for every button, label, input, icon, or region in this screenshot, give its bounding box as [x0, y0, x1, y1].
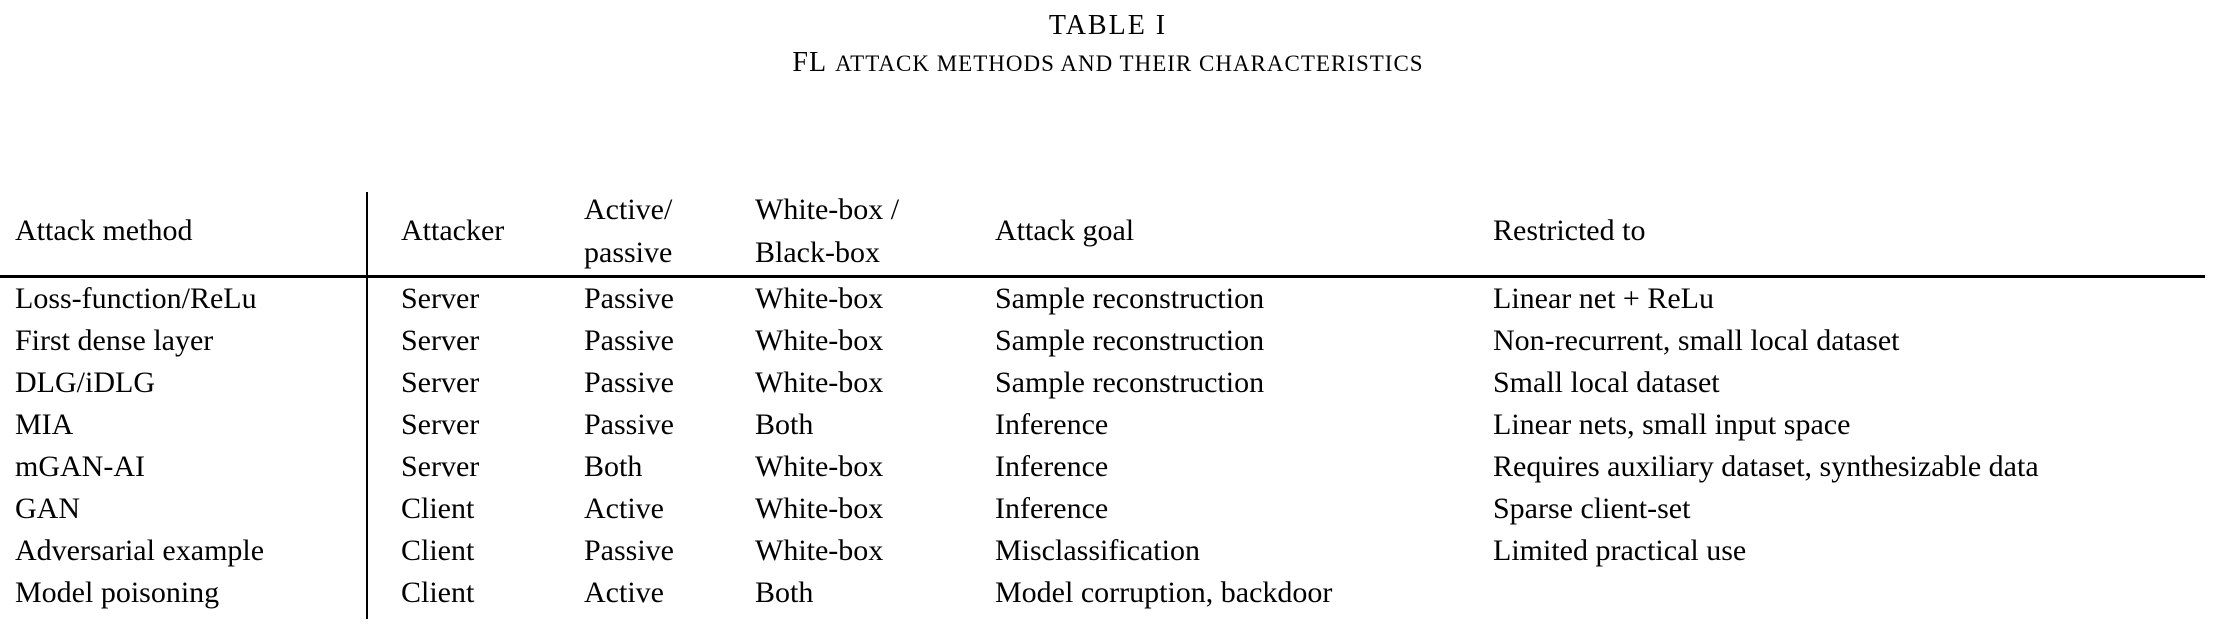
- column-divider-line: [366, 192, 368, 619]
- column-header-label-line1: Active/: [584, 192, 673, 226]
- cell-box-access: White-box: [755, 366, 884, 399]
- cell-restricted-to: Linear nets, small input space: [1493, 408, 1851, 441]
- cell-active-passive: Passive: [584, 534, 674, 567]
- column-header-box-access: White-box / Black-box: [755, 186, 995, 275]
- column-header-label-line1: White-box /: [755, 192, 900, 226]
- column-header-restricted-to: Restricted to: [1493, 186, 2216, 275]
- cell-attack-method: mGAN-AI: [15, 450, 145, 483]
- cell-restricted-to: Small local dataset: [1493, 366, 1720, 399]
- cell-attacker: Server: [401, 450, 480, 483]
- table-body: Loss-function/ReLu Server Passive White-…: [0, 278, 2216, 614]
- cell-attacker: Client: [401, 576, 475, 609]
- cell-attack-goal: Misclassification: [995, 534, 1200, 567]
- cell-restricted-to: Limited practical use: [1493, 534, 1747, 567]
- cell-restricted-to: Sparse client-set: [1493, 492, 1691, 525]
- column-header-label: Attack method: [15, 214, 193, 247]
- cell-active-passive: Passive: [584, 324, 674, 357]
- cell-restricted-to: Non-recurrent, small local dataset: [1493, 324, 1900, 357]
- cell-attack-method: GAN: [15, 492, 80, 525]
- column-header-attack-goal: Attack goal: [995, 186, 1493, 275]
- cell-attack-method: DLG/iDLG: [15, 366, 155, 399]
- table-title-prefix: FL: [792, 47, 828, 78]
- column-header-attacker: Attacker: [368, 186, 584, 275]
- column-header-active-passive: Active/ passive: [584, 186, 755, 275]
- cell-attack-method: First dense layer: [15, 324, 214, 357]
- cell-attacker: Server: [401, 366, 480, 399]
- cell-restricted-to: [1493, 572, 2216, 614]
- table-number: TABLE I: [1048, 10, 1168, 41]
- cell-attacker: Client: [401, 492, 475, 525]
- cell-active-passive: Passive: [584, 282, 674, 315]
- cell-box-access: White-box: [755, 492, 884, 525]
- header-rule-line: [0, 275, 2205, 278]
- column-header-attack-method: Attack method: [0, 186, 368, 275]
- cell-box-access: Both: [755, 408, 814, 441]
- column-header-label: Restricted to: [1493, 214, 1646, 247]
- cell-attack-goal: Model corruption, backdoor: [995, 576, 1333, 609]
- cell-attacker: Server: [401, 324, 480, 357]
- cell-box-access: White-box: [755, 450, 884, 483]
- table-header-row: Attack method Attacker Active/ passive W…: [0, 186, 2216, 275]
- cell-active-passive: Active: [584, 492, 664, 525]
- column-header-label: Attacker: [401, 214, 505, 247]
- cell-active-passive: Both: [584, 450, 643, 483]
- cell-box-access: White-box: [755, 534, 884, 567]
- table-title-rest: ATTACK METHODS AND THEIR CHARACTERISTICS: [835, 51, 1424, 76]
- cell-attack-goal: Inference: [995, 450, 1109, 483]
- cell-restricted-to: Linear net + ReLu: [1493, 282, 1715, 315]
- cell-attack-goal: Inference: [995, 408, 1109, 441]
- cell-attacker: Server: [401, 282, 480, 315]
- cell-attack-goal: Sample reconstruction: [995, 324, 1265, 357]
- cell-box-access: White-box: [755, 324, 884, 357]
- cell-active-passive: Passive: [584, 408, 674, 441]
- cell-attack-method: Model poisoning: [15, 576, 220, 609]
- cell-attack-goal: Sample reconstruction: [995, 366, 1265, 399]
- cell-attack-goal: Inference: [995, 492, 1109, 525]
- cell-attacker: Client: [401, 534, 475, 567]
- cell-restricted-to: Requires auxiliary dataset, synthesizabl…: [1493, 450, 2039, 483]
- cell-active-passive: Passive: [584, 366, 674, 399]
- column-header-label-line2: Black-box: [755, 235, 880, 269]
- cell-attack-method: Loss-function/ReLu: [15, 282, 257, 315]
- cell-attack-goal: Sample reconstruction: [995, 282, 1265, 315]
- cell-attack-method: Adversarial example: [15, 534, 265, 567]
- cell-box-access: Both: [755, 576, 814, 609]
- cell-attack-method: MIA: [15, 408, 74, 441]
- table-caption: TABLE I FL ATTACK METHODS AND THEIR CHARA…: [0, 8, 2216, 79]
- cell-attacker: Server: [401, 408, 480, 441]
- column-header-label: Attack goal: [995, 214, 1135, 247]
- column-header-label-line2: passive: [584, 235, 673, 269]
- table-title: FL ATTACK METHODS AND THEIR CHARACTERISTI…: [0, 48, 2216, 79]
- cell-active-passive: Active: [584, 576, 664, 609]
- cell-box-access: White-box: [755, 282, 884, 315]
